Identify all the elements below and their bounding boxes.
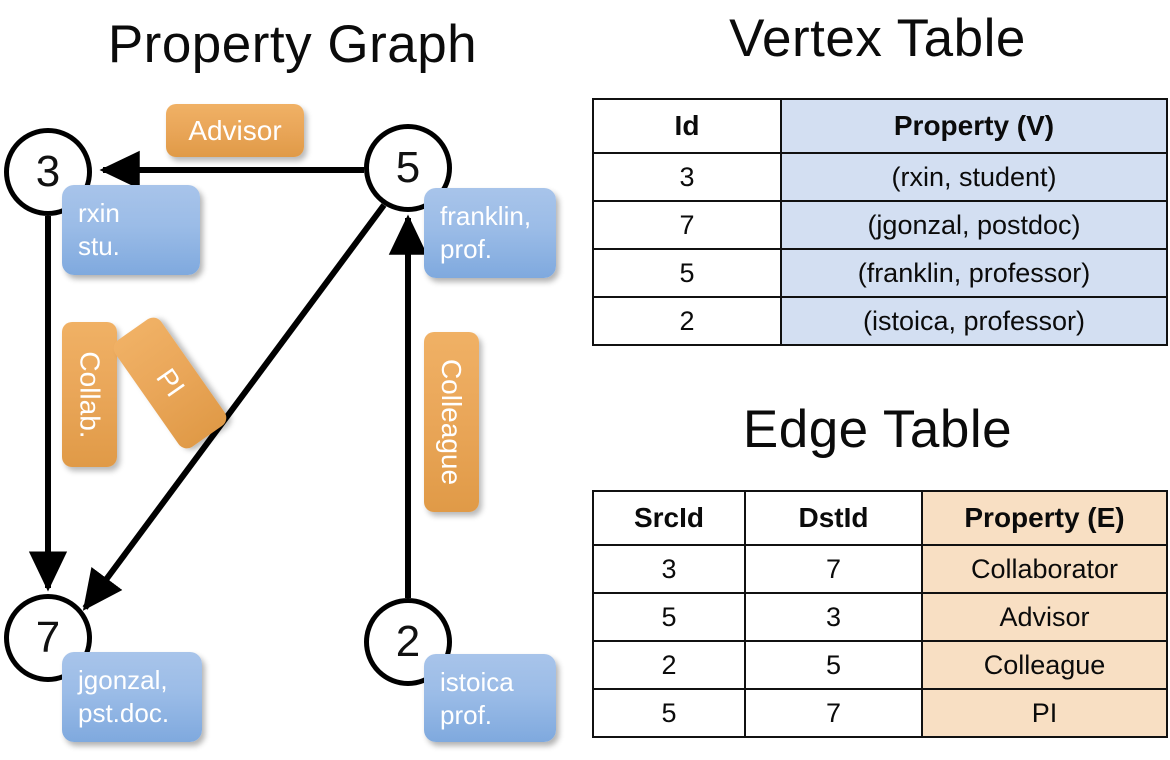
table-row: 2 (istoica, professor) bbox=[592, 296, 1168, 346]
vertex-table-header-id: Id bbox=[592, 98, 782, 154]
edge-table: SrcId DstId Property (E) 3 7 Collaborato… bbox=[592, 490, 1168, 738]
edge-row-1-dst: 3 bbox=[744, 592, 923, 642]
edge-row-1-property: Advisor bbox=[921, 592, 1168, 642]
vertex-callout-5: franklin, prof. bbox=[424, 188, 556, 278]
page-title-property-graph: Property Graph bbox=[107, 15, 478, 74]
vertex-row-3-property: (istoica, professor) bbox=[780, 296, 1168, 346]
edge-row-0-dst: 7 bbox=[744, 544, 923, 594]
table-row: 2 5 Colleague bbox=[592, 640, 1168, 690]
vertex-callout-7: jgonzal, pst.doc. bbox=[62, 652, 202, 742]
edge-row-0-property: Collaborator bbox=[921, 544, 1168, 594]
vertex-table: Id Property (V) 3 (rxin, student) 7 (jgo… bbox=[592, 98, 1168, 346]
table-row: 5 (franklin, professor) bbox=[592, 248, 1168, 298]
vertex-callout-7-line2: pst.doc. bbox=[78, 698, 170, 729]
page-title-edge-table: Edge Table bbox=[742, 400, 1013, 459]
vertex-row-1-id: 7 bbox=[592, 200, 782, 250]
graph-node-7-label: 7 bbox=[35, 613, 61, 662]
table-row: 7 (jgonzal, postdoc) bbox=[592, 200, 1168, 250]
graph-node-2-label: 2 bbox=[395, 617, 421, 666]
table-row: 3 7 Collaborator bbox=[592, 544, 1168, 594]
vertex-callout-2: istoica prof. bbox=[424, 654, 556, 742]
table-row: 5 7 PI bbox=[592, 688, 1168, 738]
table-row: 3 (rxin, student) bbox=[592, 152, 1168, 202]
vertex-row-0-id: 3 bbox=[592, 152, 782, 202]
property-graph-diagram: 3 5 7 2 rxin stu. franklin, prof. jgonza… bbox=[4, 104, 556, 742]
edge-row-2-src: 2 bbox=[592, 640, 746, 690]
graph-node-2[interactable]: 2 bbox=[364, 598, 452, 686]
vertex-callout-5-line2: prof. bbox=[440, 234, 493, 265]
table-row: 5 3 Advisor bbox=[592, 592, 1168, 642]
graph-edges-layer bbox=[28, 150, 428, 611]
edge-row-3-src: 5 bbox=[592, 688, 746, 738]
edge-label-colleague-text: Colleague bbox=[436, 358, 468, 486]
edge-label-pi-text: PI bbox=[150, 362, 191, 403]
vertex-table-header-property: Property (V) bbox=[780, 98, 1168, 154]
vertex-callout-3-line2: stu. bbox=[78, 231, 120, 262]
page-title-vertex-table: Vertex Table bbox=[729, 9, 1026, 68]
vertex-callout-3: rxin stu. bbox=[62, 185, 200, 275]
edge-row-1-src: 5 bbox=[592, 592, 746, 642]
vertex-callout-2-line1: istoica bbox=[440, 667, 514, 697]
vertex-row-0-property: (rxin, student) bbox=[780, 152, 1168, 202]
edge-label-collab: Collab. bbox=[62, 322, 117, 467]
edge-row-2-property: Colleague bbox=[921, 640, 1168, 690]
edge-label-advisor-text: Advisor bbox=[188, 114, 282, 146]
vertex-row-3-id: 2 bbox=[592, 296, 782, 346]
vertex-row-2-id: 5 bbox=[592, 248, 782, 298]
edge-row-2-dst: 5 bbox=[744, 640, 923, 690]
edge-label-advisor: Advisor bbox=[166, 104, 304, 157]
vertex-callout-2-line2: prof. bbox=[440, 700, 493, 731]
edge-row-3-property: PI bbox=[921, 688, 1168, 738]
edge-row-0-src: 3 bbox=[592, 544, 746, 594]
graph-node-3-label: 3 bbox=[35, 147, 61, 196]
graph-node-5-label: 5 bbox=[395, 143, 421, 192]
edge-label-colleague: Colleague bbox=[424, 332, 479, 512]
vertex-row-2-property: (franklin, professor) bbox=[780, 248, 1168, 298]
vertex-callout-5-line1: franklin, bbox=[440, 201, 532, 231]
edge-row-3-dst: 7 bbox=[744, 688, 923, 738]
edge-table-header-property: Property (E) bbox=[921, 490, 1168, 546]
edge-pi-5-to-7 bbox=[82, 203, 387, 611]
edge-table-header-srcid: SrcId bbox=[592, 490, 746, 546]
vertex-callout-3-line1: rxin bbox=[78, 198, 120, 228]
graph-node-5[interactable]: 5 bbox=[364, 124, 452, 212]
edge-table-header-dstid: DstId bbox=[744, 490, 923, 546]
vertex-table-header-row: Id Property (V) bbox=[592, 98, 1168, 154]
vertex-row-1-property: (jgonzal, postdoc) bbox=[780, 200, 1168, 250]
edge-label-collab-text: Collab. bbox=[74, 350, 106, 439]
edge-table-header-row: SrcId DstId Property (E) bbox=[592, 490, 1168, 546]
vertex-callout-7-line1: jgonzal, bbox=[78, 665, 168, 695]
